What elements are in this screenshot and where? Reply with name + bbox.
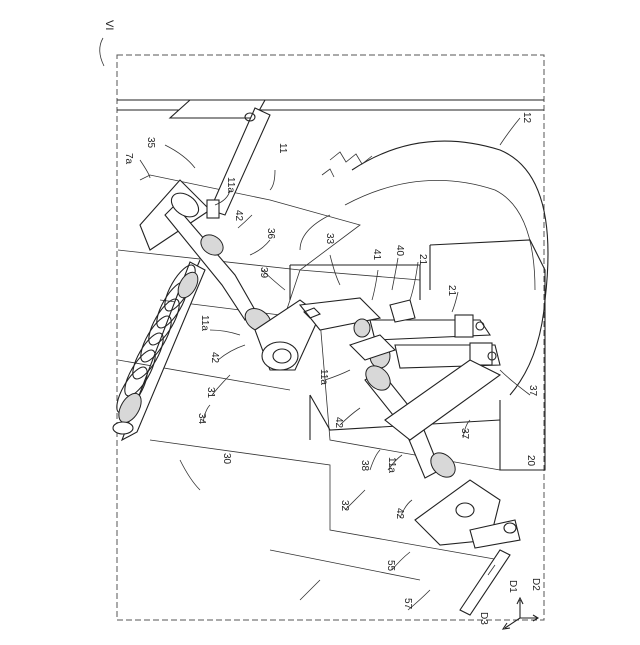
label-11a-top: 11a bbox=[225, 177, 236, 193]
label-d3: D3 bbox=[478, 612, 489, 625]
label-41: 41 bbox=[371, 249, 382, 261]
label-11a-c: 11a bbox=[318, 369, 329, 385]
label-30: 30 bbox=[221, 453, 232, 465]
label-12: 12 bbox=[521, 112, 532, 124]
label-34: 34 bbox=[196, 413, 207, 425]
label-35: 35 bbox=[145, 137, 156, 149]
label-20: 20 bbox=[525, 455, 536, 467]
rod-assembly-40-41 bbox=[354, 300, 500, 368]
label-21-a: 21 bbox=[417, 254, 428, 266]
label-11a-d: 11a bbox=[386, 457, 397, 473]
label-36: 36 bbox=[265, 228, 276, 240]
label-42-b: 42 bbox=[209, 352, 220, 364]
label-7a: 7a bbox=[123, 153, 134, 165]
mount-block-33 bbox=[290, 265, 420, 300]
label-55: 55 bbox=[385, 560, 396, 572]
label-42-a: 42 bbox=[233, 210, 244, 222]
label-d1: D1 bbox=[507, 580, 518, 593]
label-d2: D2 bbox=[530, 578, 541, 591]
label-33: 33 bbox=[324, 233, 335, 245]
spring-34 bbox=[111, 260, 205, 440]
direction-arrows bbox=[503, 598, 538, 629]
label-37-b: 37 bbox=[527, 385, 538, 397]
bracket-35 bbox=[140, 100, 270, 250]
label-40: 40 bbox=[394, 245, 405, 257]
label-37-a: 37 bbox=[459, 428, 470, 440]
bracket-55 bbox=[415, 480, 520, 548]
label-11: 11 bbox=[277, 143, 288, 154]
section-line-vi: VI bbox=[100, 20, 115, 66]
label-32: 32 bbox=[339, 500, 350, 512]
label-38: 38 bbox=[359, 460, 370, 472]
label-11a-mid: 11a bbox=[199, 315, 210, 331]
label-42-d: 42 bbox=[394, 508, 405, 520]
label-57: 57 bbox=[402, 598, 413, 610]
label-42-c: 42 bbox=[333, 417, 344, 429]
label-31: 31 bbox=[205, 387, 216, 399]
figure-label-vi: VI bbox=[103, 20, 115, 30]
label-21-b: 21 bbox=[446, 285, 457, 297]
label-39: 39 bbox=[258, 267, 269, 279]
